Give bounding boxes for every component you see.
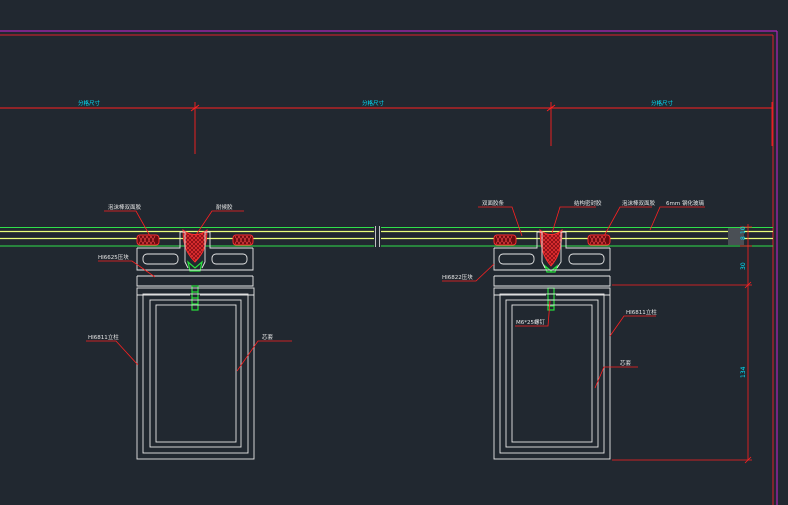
- dim-glass-b: 10: [740, 226, 747, 234]
- left-mullion-profile: [136, 287, 255, 460]
- label-left-foam: 泡沫棒双面胶: [108, 203, 142, 211]
- right-pressure-cap: [493, 231, 611, 287]
- dim-label-right: 分格尺寸: [651, 99, 674, 107]
- label-left-cover: HI6625压块: [98, 253, 129, 261]
- left-leaders: [86, 210, 292, 372]
- label-right-glass: 6mm 钢化玻璃: [666, 199, 704, 207]
- label-right-bolt: M6*25螺钉: [516, 318, 545, 326]
- label-left-insert: 芯套: [262, 333, 274, 341]
- left-foam-rods: [136, 234, 254, 246]
- label-left-mullion: HI6811立柱: [88, 333, 119, 341]
- right-bolt: [547, 287, 555, 311]
- glass-dim-box: [728, 228, 744, 245]
- label-right-foam: 双面胶条: [482, 199, 505, 207]
- glass-pane-lines: [0, 226, 773, 248]
- left-bolt: [191, 285, 199, 311]
- right-foam-rods: [493, 234, 611, 246]
- right-mullion-section: [493, 228, 611, 460]
- left-gasket: [187, 260, 203, 272]
- label-right-cover: HI6822压块: [442, 273, 473, 281]
- left-pressure-cap: [136, 231, 254, 287]
- dim-134: 134: [740, 366, 747, 378]
- vertical-dimension: [612, 224, 752, 464]
- left-mullion-section: [136, 229, 255, 460]
- right-mullion-profile: [493, 287, 611, 460]
- right-gasket: [543, 264, 559, 273]
- left-sealant: [182, 229, 208, 263]
- dim-glass-a: 8: [740, 236, 747, 240]
- label-right-rod: 泡沫棒双面胶: [622, 199, 656, 207]
- label-right-sealant: 结构密封胶: [574, 199, 602, 207]
- dim-label-left: 分格尺寸: [78, 99, 101, 107]
- dim-30: 30: [740, 262, 747, 270]
- label-right-insert: 芯套: [620, 359, 632, 367]
- drawing-frame: [0, 30, 778, 505]
- right-leaders: [442, 206, 705, 389]
- top-dimension-line: [0, 102, 773, 154]
- label-left-sealant: 耐候胶: [216, 203, 233, 211]
- right-sealant: [539, 228, 563, 267]
- label-right-mullion: HI6811立柱: [626, 308, 657, 316]
- dim-label-middle: 分格尺寸: [362, 99, 385, 107]
